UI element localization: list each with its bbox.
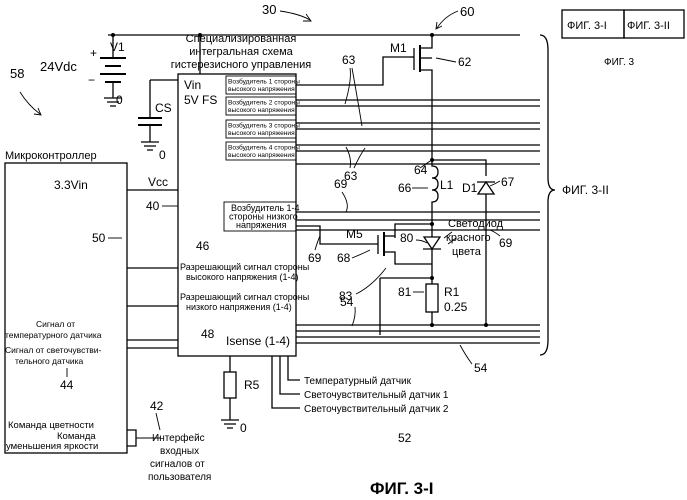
ref-69-b: 69 <box>308 251 322 265</box>
light-sensor-2: Светочувствительный датчик 2 <box>304 404 449 415</box>
ref-46: 46 <box>196 239 210 253</box>
svg-text:высокого напряжения: высокого напряжения <box>228 86 295 93</box>
svg-text:высокого напряжения: высокого напряжения <box>228 152 295 159</box>
ref-67: 67 <box>501 175 515 189</box>
figure-title: ФИГ. 3-I <box>370 479 434 498</box>
ui-line-2: входных <box>160 446 199 457</box>
svg-text:Возбудитель 4 стороны: Возбудитель 4 стороны <box>228 144 300 152</box>
l1-label: L1 <box>440 178 454 192</box>
brace-label: ФИГ. 3-II <box>562 183 609 197</box>
gnd-label: 0 <box>116 93 123 107</box>
light-sensor-2-line <box>272 356 300 408</box>
svg-text:высокого напряжения: высокого напряжения <box>228 130 295 137</box>
led-label-3: цвета <box>452 246 482 258</box>
ref-80: 80 <box>400 231 414 245</box>
light-sensor-1: Светочувствительный датчик 1 <box>304 390 449 401</box>
color-cmd: Команда цветности <box>8 420 94 431</box>
ref-42: 42 <box>150 399 164 413</box>
l1-inductor <box>432 160 438 208</box>
svg-text:0: 0 <box>240 421 247 435</box>
temp-signal-2: температурного датчика <box>5 330 102 340</box>
svg-text:напряжения: напряжения <box>236 220 287 230</box>
hs-enable-line1: Разрешающий сигнал стороны <box>180 262 309 272</box>
ref-68: 68 <box>337 251 351 265</box>
hs-enable-line2: высокого напряжения (1-4) <box>186 272 299 282</box>
r5-label: R5 <box>244 378 260 392</box>
ref-62: 62 <box>458 55 472 69</box>
ref-69-c: 69 <box>499 236 513 250</box>
svg-text:ФИГ. 3-I: ФИГ. 3-I <box>567 20 607 32</box>
ui-line-1: Интерфейс <box>152 432 205 444</box>
svg-text:0: 0 <box>159 148 166 162</box>
ic-fs: 5V FS <box>184 93 217 107</box>
vcc-label: Vcc <box>148 175 168 189</box>
temp-sensor: Температурный датчик <box>304 376 412 387</box>
ref-64: 64 <box>414 163 428 177</box>
led-label-2: красного <box>446 232 491 244</box>
ic-title-line1: Специализированная <box>186 33 297 45</box>
ref-66: 66 <box>398 181 412 195</box>
ref-48: 48 <box>201 327 215 341</box>
battery-plus: + <box>90 46 97 60</box>
ui-line-3: сигналов от <box>150 459 205 470</box>
ic-vin: Vin <box>184 78 201 92</box>
ref-44: 44 <box>60 378 74 392</box>
svg-text:высокого напряжения: высокого напряжения <box>228 107 295 114</box>
ref-54-b: 54 <box>474 361 488 375</box>
battery-minus: − <box>88 73 95 87</box>
ref-58: 58 <box>10 66 24 81</box>
d1-label: D1 <box>462 181 478 195</box>
v1-label: V1 <box>110 40 125 54</box>
ref-63-top: 63 <box>342 53 356 67</box>
ic-title-line2: интегральная схема <box>189 46 293 58</box>
light-signal-2: тельного датчика <box>15 356 84 366</box>
m1-mosfet <box>410 35 432 95</box>
ref-30: 30 <box>262 2 276 17</box>
ref-50: 50 <box>92 231 106 245</box>
r1-resistor <box>426 284 438 312</box>
mcu-title: Микроконтроллер <box>5 150 97 162</box>
r1-value: 0.25 <box>444 300 468 314</box>
temp-signal-1: Сигнал от <box>36 319 75 329</box>
ref-60: 60 <box>460 4 474 19</box>
light-signal-1: Сигнал от светочувстви- <box>5 345 101 355</box>
m5-mosfet <box>360 232 432 264</box>
voltage-label: 24Vdc <box>40 59 77 74</box>
svg-text:ФИГ. 3-II: ФИГ. 3-II <box>627 20 670 32</box>
ref-81: 81 <box>398 285 412 299</box>
m1-label: M1 <box>390 41 407 55</box>
light-sensor-1-line <box>280 356 300 394</box>
mcu-pin-33: 3.3Vin <box>54 178 88 192</box>
svg-text:Возбудитель 2 стороны: Возбудитель 2 стороны <box>228 99 300 107</box>
svg-text:Возбудитель 3 стороны: Возбудитель 3 стороны <box>228 122 300 130</box>
r1-label: R1 <box>444 285 460 299</box>
ls-enable-line1: Разрешающий сигнал стороны <box>180 292 309 302</box>
cs-label: CS <box>155 101 172 115</box>
mcu-box <box>5 163 127 453</box>
ic-title-line3: гистерезисного управления <box>171 59 312 71</box>
key-caption: ФИГ. 3 <box>604 57 635 68</box>
ref-40: 40 <box>146 199 160 213</box>
dim-cmd-2: уменьшения яркости <box>6 441 98 452</box>
ref-54-a: 54 <box>340 295 354 309</box>
ic-isense: Isense (1-4) <box>226 334 290 348</box>
ref-52: 52 <box>398 431 412 445</box>
ui-line-4: пользователя <box>148 472 211 483</box>
svg-text:Возбудитель 1 стороны: Возбудитель 1 стороны <box>228 78 300 86</box>
ref-69-a: 69 <box>334 177 348 191</box>
temp-sensor-line <box>288 356 300 380</box>
r5-resistor <box>224 372 236 398</box>
m5-label: M5 <box>346 227 363 241</box>
ls-enable-line2: низкого напряжения (1-4) <box>186 302 292 312</box>
right-brace <box>540 35 555 355</box>
